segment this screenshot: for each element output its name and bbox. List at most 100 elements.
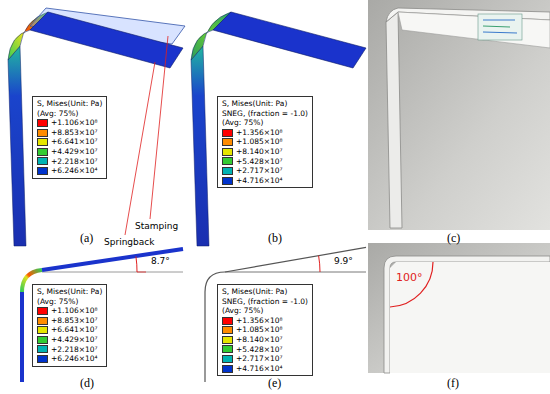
legend-row: +5.428×10⁷ [222,345,308,355]
callout-text: Stamping [135,222,178,232]
section-e-shape [204,292,205,382]
legend-swatch [37,355,48,363]
legend-row: +1.085×10⁸ [222,137,308,147]
callout-text: Springback [104,238,154,248]
contour-legend-box: S, Mises(Unit: Pa)(Avg: 75%)+1.106×10⁸+8… [32,284,107,367]
stamped-part-a-shape [30,12,183,68]
legend-value: +6.246×10⁴ [51,166,98,176]
stamped-part-a [8,8,185,246]
legend-value: +2.218×10⁷ [51,157,98,167]
photo-part-c-shape [483,32,517,33]
legend-swatch [222,177,233,185]
legend-swatch [222,157,233,165]
legend-row: +6.246×10⁴ [37,354,102,364]
legend-swatch [37,336,48,344]
photo-part-c [368,0,550,230]
photo-part-f [368,243,550,373]
stamped-part-a-shape [8,46,26,246]
legend-value: +6.641×10⁷ [51,137,98,147]
photo-part-f-shape [390,262,550,373]
stamped-part-a-shape [125,62,155,235]
panel-label: (a) [80,232,93,245]
legend-value: +1.106×10⁸ [51,118,98,128]
legend-heading: SNEG, (fraction = -1.0) [222,297,308,307]
panel-label: (d) [80,377,94,390]
section-e-shape [319,256,320,272]
legend-row: +8.853×10⁷ [37,316,102,326]
legend-value: +8.853×10⁷ [51,316,98,326]
legend-swatch [222,355,233,363]
photo-part-c-shape [483,26,510,27]
legend-heading: S, Mises(Unit: Pa) [222,99,308,109]
legend-value: +4.716×10⁴ [236,176,283,186]
legend-row: +1.106×10⁸ [37,118,102,128]
section-d-shape [42,272,183,273]
legend-heading: (Avg: 75%) [222,118,308,128]
legend-swatch [222,317,233,325]
legend-row: +2.717×10⁷ [222,166,308,176]
legend-swatch [37,307,48,315]
photo-part-f-shape [368,243,550,373]
legend-value: +2.717×10⁷ [236,166,283,176]
legend-row: +8.853×10⁷ [37,128,102,138]
legend-row: +2.717×10⁷ [222,354,308,364]
legend-row: +4.429×10⁷ [37,147,102,157]
contour-legend-box: S, Mises(Unit: Pa)SNEG, (fraction = -1.0… [217,96,313,188]
section-e-shape [225,247,366,272]
legend-swatch [222,336,233,344]
legend-swatch [37,317,48,325]
photo-part-c-shape [368,0,550,230]
stamped-part-b-shape [213,12,366,68]
legend-swatch [37,345,48,353]
legend-swatch [222,167,233,175]
legend-value: +4.716×10⁴ [236,364,283,374]
legend-swatch [222,129,233,137]
legend-value: +5.428×10⁷ [236,157,283,167]
legend-swatch [222,326,233,334]
legend-row: +6.641×10⁷ [37,137,102,147]
legend-heading: SNEG, (fraction = -1.0) [222,109,308,119]
legend-value: +4.429×10⁷ [51,335,98,345]
legend-value: +1.085×10⁸ [236,325,283,335]
legend-swatch [37,138,48,146]
section-d-shape [20,292,24,382]
legend-heading: S, Mises(Unit: Pa) [37,287,102,297]
photo-part-f-shape [384,256,550,373]
section-d-shape [136,256,137,272]
legend-heading: S, Mises(Unit: Pa) [37,99,102,109]
section-d-shape [137,272,146,273]
photo-part-c-shape [386,12,402,228]
legend-heading: (Avg: 75%) [37,109,102,119]
section-d-shape [42,249,183,270]
legend-row: +1.356×10⁸ [222,128,308,138]
section-e-shape [225,272,366,273]
legend-value: +2.218×10⁷ [51,345,98,355]
legend-value: +6.641×10⁷ [51,325,98,335]
section-d [22,249,183,382]
legend-value: +4.429×10⁷ [51,147,98,157]
legend-swatch [37,167,48,175]
legend-value: +1.106×10⁸ [51,306,98,316]
legend-row: +4.716×10⁴ [222,176,308,186]
legend-swatch [37,129,48,137]
panel-label: (b) [268,232,282,245]
legend-swatch [37,157,48,165]
legend-value: +6.246×10⁴ [51,354,98,364]
legend-row: +8.140×10⁷ [222,335,308,345]
legend-swatch [222,138,233,146]
legend-row: +1.085×10⁸ [222,325,308,335]
legend-swatch [37,119,48,127]
stamped-part-a-shape [150,36,168,219]
contour-legend-box: S, Mises(Unit: Pa)(Avg: 75%)+1.106×10⁸+8… [32,96,107,179]
stamped-part-b [191,12,366,246]
legend-value: +2.717×10⁷ [236,354,283,364]
legend-swatch [37,326,48,334]
section-e [205,247,366,382]
legend-row: +2.218×10⁷ [37,345,102,355]
legend-row: +4.429×10⁷ [37,335,102,345]
legend-value: +5.428×10⁷ [236,345,283,355]
legend-heading: (Avg: 75%) [222,306,308,316]
legend-value: +8.140×10⁷ [236,147,283,157]
legend-swatch [222,345,233,353]
